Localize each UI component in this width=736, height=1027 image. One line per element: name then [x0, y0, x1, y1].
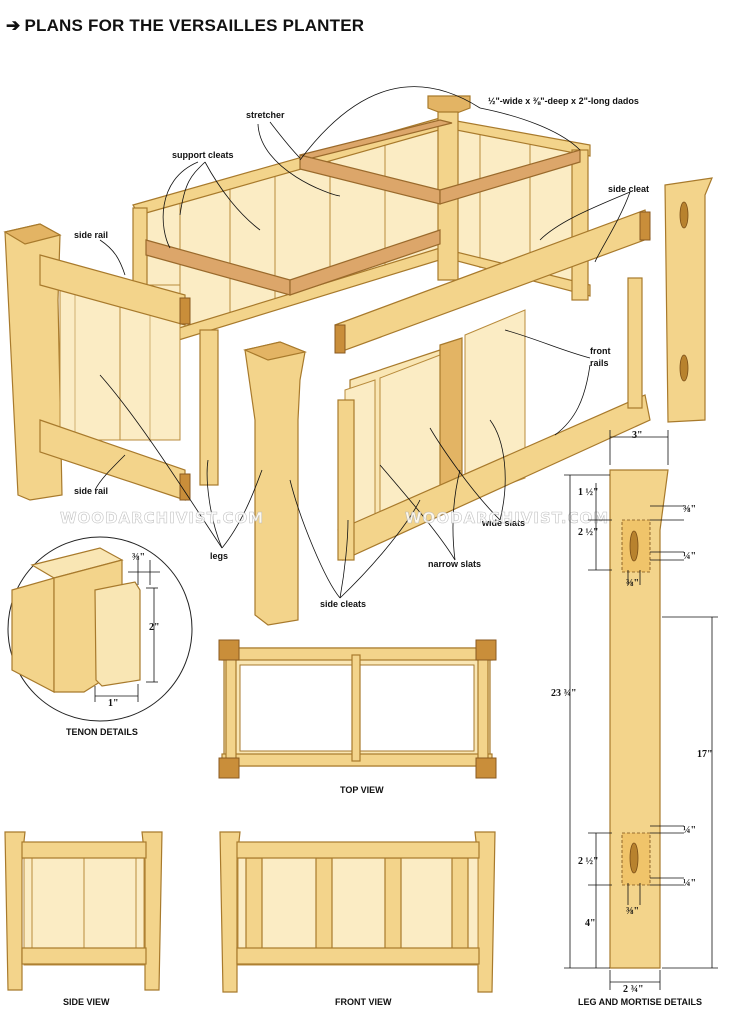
- label-side-rail-top: side rail: [74, 230, 108, 240]
- leg-dim-total-height: 23 ¾": [551, 688, 577, 699]
- tenon-details: ⅜" 2" 1": [7, 536, 193, 722]
- watermark-left: WOODARCHIVIST.COM: [60, 509, 264, 527]
- leg-dim-upper-edge-2: ¼": [683, 551, 696, 562]
- label-side-rail-bottom: side rail: [74, 486, 108, 496]
- arrow-right-icon: ➔: [6, 16, 21, 35]
- leg-dim-upper-edge-1: ⅜": [683, 504, 696, 515]
- leader-lines: [94, 86, 631, 599]
- page-title: ➔PLANS FOR THE VERSAILLES PLANTER: [6, 16, 364, 36]
- back-leg-top: [427, 95, 471, 117]
- front-cleat-right: [627, 277, 643, 409]
- watermark-right: WOODARCHIVIST.COM: [405, 509, 609, 527]
- label-support-cleats: support cleats: [172, 150, 234, 160]
- leg-dim-upper-offset: 1 ½": [578, 487, 599, 498]
- side-panel-assembly: [3, 223, 219, 501]
- leg-dim-lower-edge-1: ¼": [683, 825, 696, 836]
- caption-side-view: SIDE VIEW: [63, 997, 110, 1007]
- stretcher-3: [439, 149, 581, 205]
- leg-dim-lower-mortise: 2 ½": [578, 856, 599, 867]
- label-wide-slats: wide slats: [481, 518, 525, 528]
- leg-dim-between: 17": [697, 749, 713, 760]
- tenon-dim-height: 2": [149, 622, 160, 633]
- top-view-drawing: [218, 639, 497, 779]
- label-dados: ½"-wide x ⅜"-deep x 2"-long dados: [488, 96, 639, 106]
- leg-mortise-details: 3" 1 ½" 2 ½" ⅜" ¼" ⅜" 23 ¾" 17" ¼" 2 ½" …: [551, 430, 718, 995]
- leg-dim-bottom-offset: 4": [585, 918, 596, 929]
- label-legs: legs: [210, 551, 228, 561]
- stretcher-2: [299, 119, 453, 159]
- front-panel-assembly: [334, 177, 713, 561]
- leg-dim-width-bottom: 2 ¾": [623, 984, 644, 995]
- loose-side-cleat: [199, 329, 219, 486]
- leg-dim-lower-edge-2: ¼": [683, 878, 696, 889]
- planter-box-assembly: [132, 95, 591, 351]
- front-cleat-left: [337, 399, 355, 561]
- front-view-drawing: [219, 831, 496, 993]
- side-view-drawing: [4, 831, 163, 991]
- caption-leg-mortise-details: LEG AND MORTISE DETAILS: [578, 997, 702, 1007]
- leg-dim-lower-width: ⅜": [626, 906, 639, 917]
- front-left-leg-top: [3, 223, 62, 245]
- label-side-cleats: side cleats: [320, 599, 366, 609]
- leg-dim-upper-mortise: 2 ½": [578, 527, 599, 538]
- caption-top-view: TOP VIEW: [340, 785, 384, 795]
- caption-tenon-details: TENON DETAILS: [66, 727, 138, 737]
- label-front-rails-2: rails: [590, 358, 609, 368]
- rear-right-leg: [664, 177, 713, 423]
- back-right-post: [571, 149, 589, 301]
- label-front-rails-1: front: [590, 346, 611, 356]
- label-side-cleat: side cleat: [608, 184, 649, 194]
- wide-slat: [464, 309, 526, 501]
- leg-dim-upper-width: ⅜": [626, 578, 639, 589]
- support-cleat-2: [289, 229, 441, 296]
- label-stretcher: stretcher: [246, 110, 285, 120]
- page-title-text: PLANS FOR THE VERSAILLES PLANTER: [24, 16, 365, 35]
- center-leg: [243, 341, 308, 626]
- tenon-dim-thickness: ⅜": [132, 552, 145, 563]
- leg-dim-width-top: 3": [632, 430, 643, 441]
- label-narrow-slats: narrow slats: [428, 559, 481, 569]
- tenon-dim-length: 1": [108, 698, 119, 709]
- side-rail-upper: [39, 254, 186, 326]
- caption-front-view: FRONT VIEW: [335, 997, 392, 1007]
